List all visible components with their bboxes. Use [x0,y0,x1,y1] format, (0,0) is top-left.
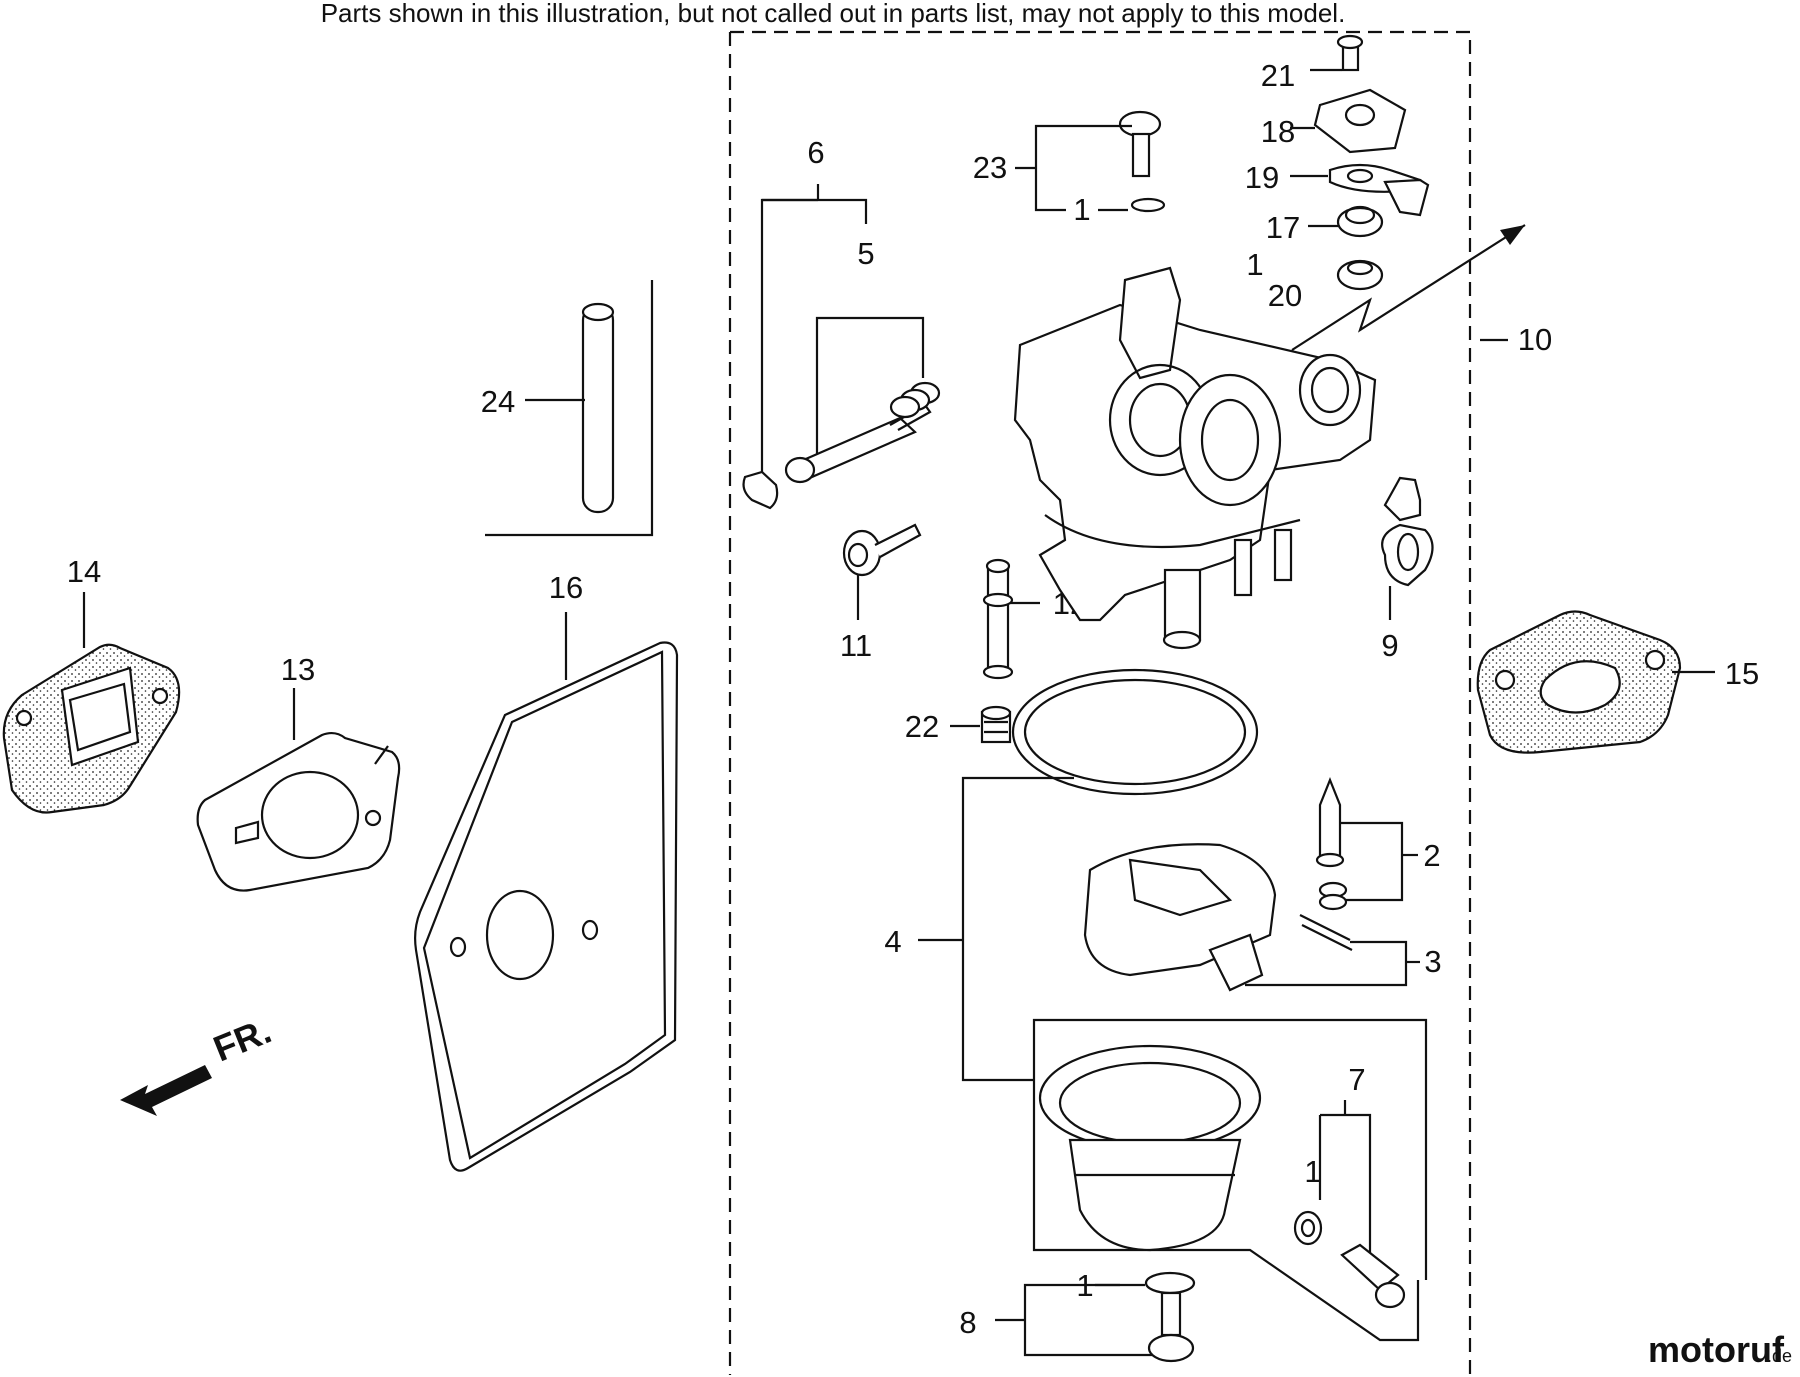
callout-14: 14 [67,554,101,589]
callout-16: 16 [549,570,583,605]
part-10-carburetor-body [1013,224,1526,650]
part-9-float-pin [1381,476,1434,620]
callout-21: 21 [1261,58,1295,93]
part-13-insulator [196,688,401,892]
callout-13: 13 [281,652,315,687]
part-14-gasket [2,592,181,814]
carburetor-assembly-boundary [728,30,1472,1375]
part-3-float [1083,843,1420,992]
callout-23: 23 [973,150,1007,185]
callout-3: 3 [1424,944,1441,979]
callout-17: 17 [1266,210,1300,245]
front-direction-label: FR. [208,1010,277,1070]
front-direction-arrow: FR. [120,1010,277,1116]
callout-8: 8 [959,1305,976,1340]
callout-10: 10 [1518,322,1552,357]
float-bowl-o-ring [1011,668,1259,796]
part-2-float-valve [1315,777,1418,911]
part-6-idle-screw-set [742,184,941,510]
callout-1a: 1 [1073,192,1090,227]
motoruf-watermark: motoruf .de [1648,1329,1792,1370]
callout-20: 20 [1268,278,1302,313]
part-12-main-nozzle [982,558,1040,680]
part-4-float-bowl-set [918,776,1428,1342]
part-8-bowl-bolt-set [995,1271,1196,1363]
callout-1d: 1 [1076,1268,1093,1303]
callout-7: 7 [1348,1062,1365,1097]
callout-22: 22 [905,709,939,744]
part-7-drain-screw-set [1293,1100,1406,1309]
callout-2: 2 [1423,838,1440,873]
callout-1b: 1 [1246,247,1263,282]
callout-4: 4 [884,924,901,959]
part-24-tube [485,280,654,537]
part-16-gasket-plate [414,612,679,1172]
part-22-main-jet [950,705,1012,744]
part-15-gasket [1476,610,1715,754]
callout-11: 11 [840,628,872,663]
part-11-screw [842,523,922,620]
callout-15: 15 [1725,656,1759,691]
watermark-suffix: .de [1767,1346,1792,1366]
callout-5: 5 [857,236,874,271]
part-23-screw-set [1015,110,1166,213]
callout-18: 18 [1261,114,1295,149]
illustration-notice: Parts shown in this illustration, but no… [321,0,1346,28]
callout-9: 9 [1381,628,1398,663]
watermark-brand: motoruf [1648,1329,1785,1370]
callout-24: 24 [481,384,515,419]
choke-lever-stack [1290,34,1430,291]
callout-19: 19 [1245,160,1279,195]
callout-6: 6 [807,135,824,170]
callout-1c: 1 [1304,1154,1321,1189]
